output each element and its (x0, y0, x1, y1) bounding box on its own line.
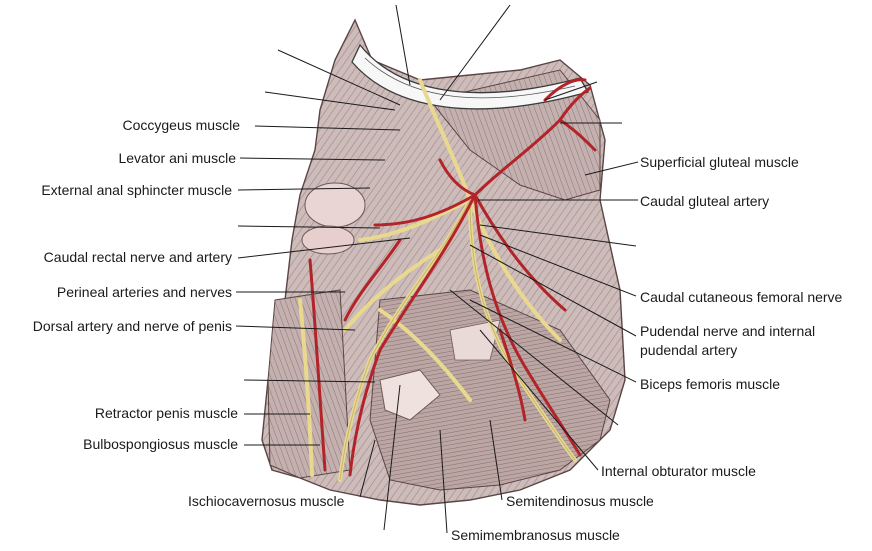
arteries (308, 78, 597, 477)
label-internal-obturator: Internal obturator muscle (601, 463, 756, 479)
label-coccygeus: Coccygeus muscle (122, 117, 241, 133)
label-retractor-penis: Retractor penis muscle (94, 405, 238, 421)
label-perineal: Perineal arteries and nerves (56, 284, 232, 300)
label-pudendal-line1: Pudendal nerve and internal (640, 323, 816, 339)
label-caudal-rectal: Caudal rectal nerve and artery (43, 249, 232, 265)
label-pudendal-line2: pudendal artery (640, 342, 738, 358)
label-biceps-femoris: Biceps femoris muscle (640, 376, 781, 392)
label-bulbospongiosus: Bulbospongiosus muscle (83, 436, 238, 452)
label-external-anal-sphincter: External anal sphincter muscle (41, 182, 232, 198)
label-semimembranosus: Semimembranosus muscle (451, 527, 620, 543)
pale-patch-4 (449, 319, 501, 361)
label-semitendinosus: Semitendinosus muscle (506, 493, 654, 509)
label-levator-ani: Levator ani muscle (118, 150, 236, 166)
leader-lines (235, 4, 639, 534)
pale-patch-3 (379, 369, 441, 421)
label-ischiocavernosus: Ischiocavernosus muscle (188, 493, 345, 509)
label-caudal-cutaneous-femoral: Caudal cutaneous femoral nerve (640, 289, 843, 305)
pale-patch-1 (304, 182, 366, 228)
white-band (351, 43, 589, 110)
label-caudal-gluteal-artery: Caudal gluteal artery (640, 193, 770, 209)
label-dorsal-artery-penis: Dorsal artery and nerve of penis (32, 318, 232, 334)
pale-patch-2 (301, 225, 355, 255)
label-superficial-gluteal: Superficial gluteal muscle (640, 154, 799, 170)
